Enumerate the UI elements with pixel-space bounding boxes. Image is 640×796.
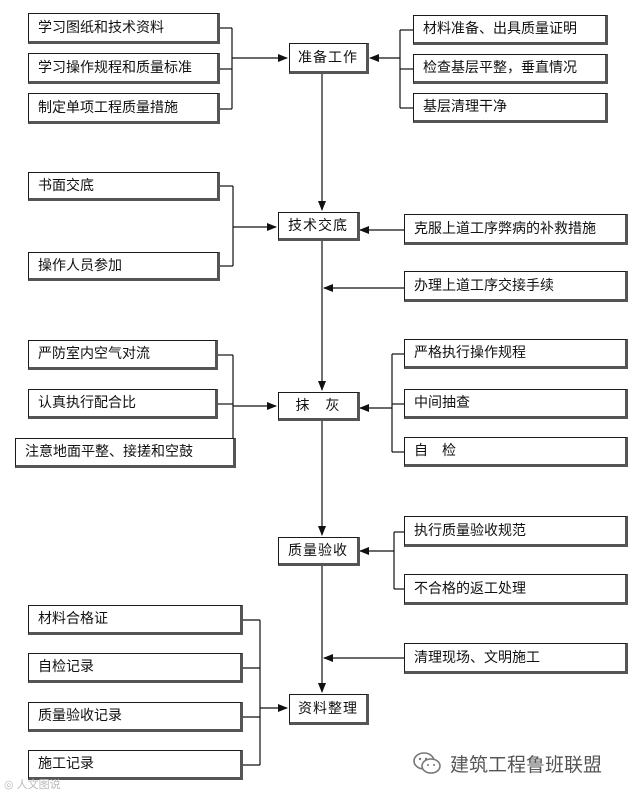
tech-left-item: 操作人员参加 [28, 252, 220, 281]
handover-item: 办理上道工序交接手续 [404, 271, 628, 302]
step-inspection: 质量验收 [278, 537, 360, 566]
documents-left-item: 质量验收记录 [28, 702, 243, 732]
cleanup-item: 清理现场、文明施工 [404, 643, 628, 674]
plaster-left-item: 注意地面平整、接搓和空鼓 [15, 438, 236, 468]
tech-right-item: 克服上道工序弊病的补救措施 [404, 214, 628, 245]
documents-left-item: 施工记录 [28, 750, 243, 780]
wechat-logo-icon [413, 752, 441, 774]
prepare-left-item: 学习图纸和技术资料 [28, 13, 220, 44]
corner-watermark-text: 人文图说 [16, 778, 61, 791]
inspection-right-item: 不合格的返工处理 [404, 574, 628, 605]
plaster-left-item: 认真执行配合比 [28, 389, 218, 419]
prepare-right-item: 基层清理干净 [413, 93, 608, 123]
plaster-right-item: 自 检 [404, 437, 628, 467]
step-prepare: 准备工作 [289, 43, 369, 74]
step-tech-brief: 技术交底 [278, 212, 360, 241]
plaster-left-item: 严防室内空气对流 [28, 340, 218, 370]
corner-watermark: ◎ 人文图说 [4, 776, 61, 792]
prepare-left-item: 学习操作规程和质量标准 [28, 53, 220, 84]
prepare-right-item: 材料准备、出具质量证明 [413, 15, 608, 45]
plaster-right-item: 中间抽查 [404, 389, 628, 419]
prepare-right-item: 检查基层平整，垂直情况 [413, 54, 608, 84]
documents-left-item: 自检记录 [28, 653, 243, 683]
plaster-right-item: 严格执行操作规程 [404, 339, 628, 369]
step-documents: 资料整理 [289, 694, 369, 725]
watermark: 建筑工程鲁班联盟 [412, 746, 602, 780]
tech-left-item: 书面交底 [28, 172, 220, 201]
corner-mark-icon: ◎ [4, 777, 14, 791]
documents-left-item: 材料合格证 [28, 605, 243, 635]
watermark-text: 建筑工程鲁班联盟 [450, 753, 603, 776]
inspection-right-item: 执行质量验收规范 [404, 516, 628, 547]
step-plaster: 抹 灰 [278, 392, 360, 421]
prepare-left-item: 制定单项工程质量措施 [28, 93, 220, 124]
